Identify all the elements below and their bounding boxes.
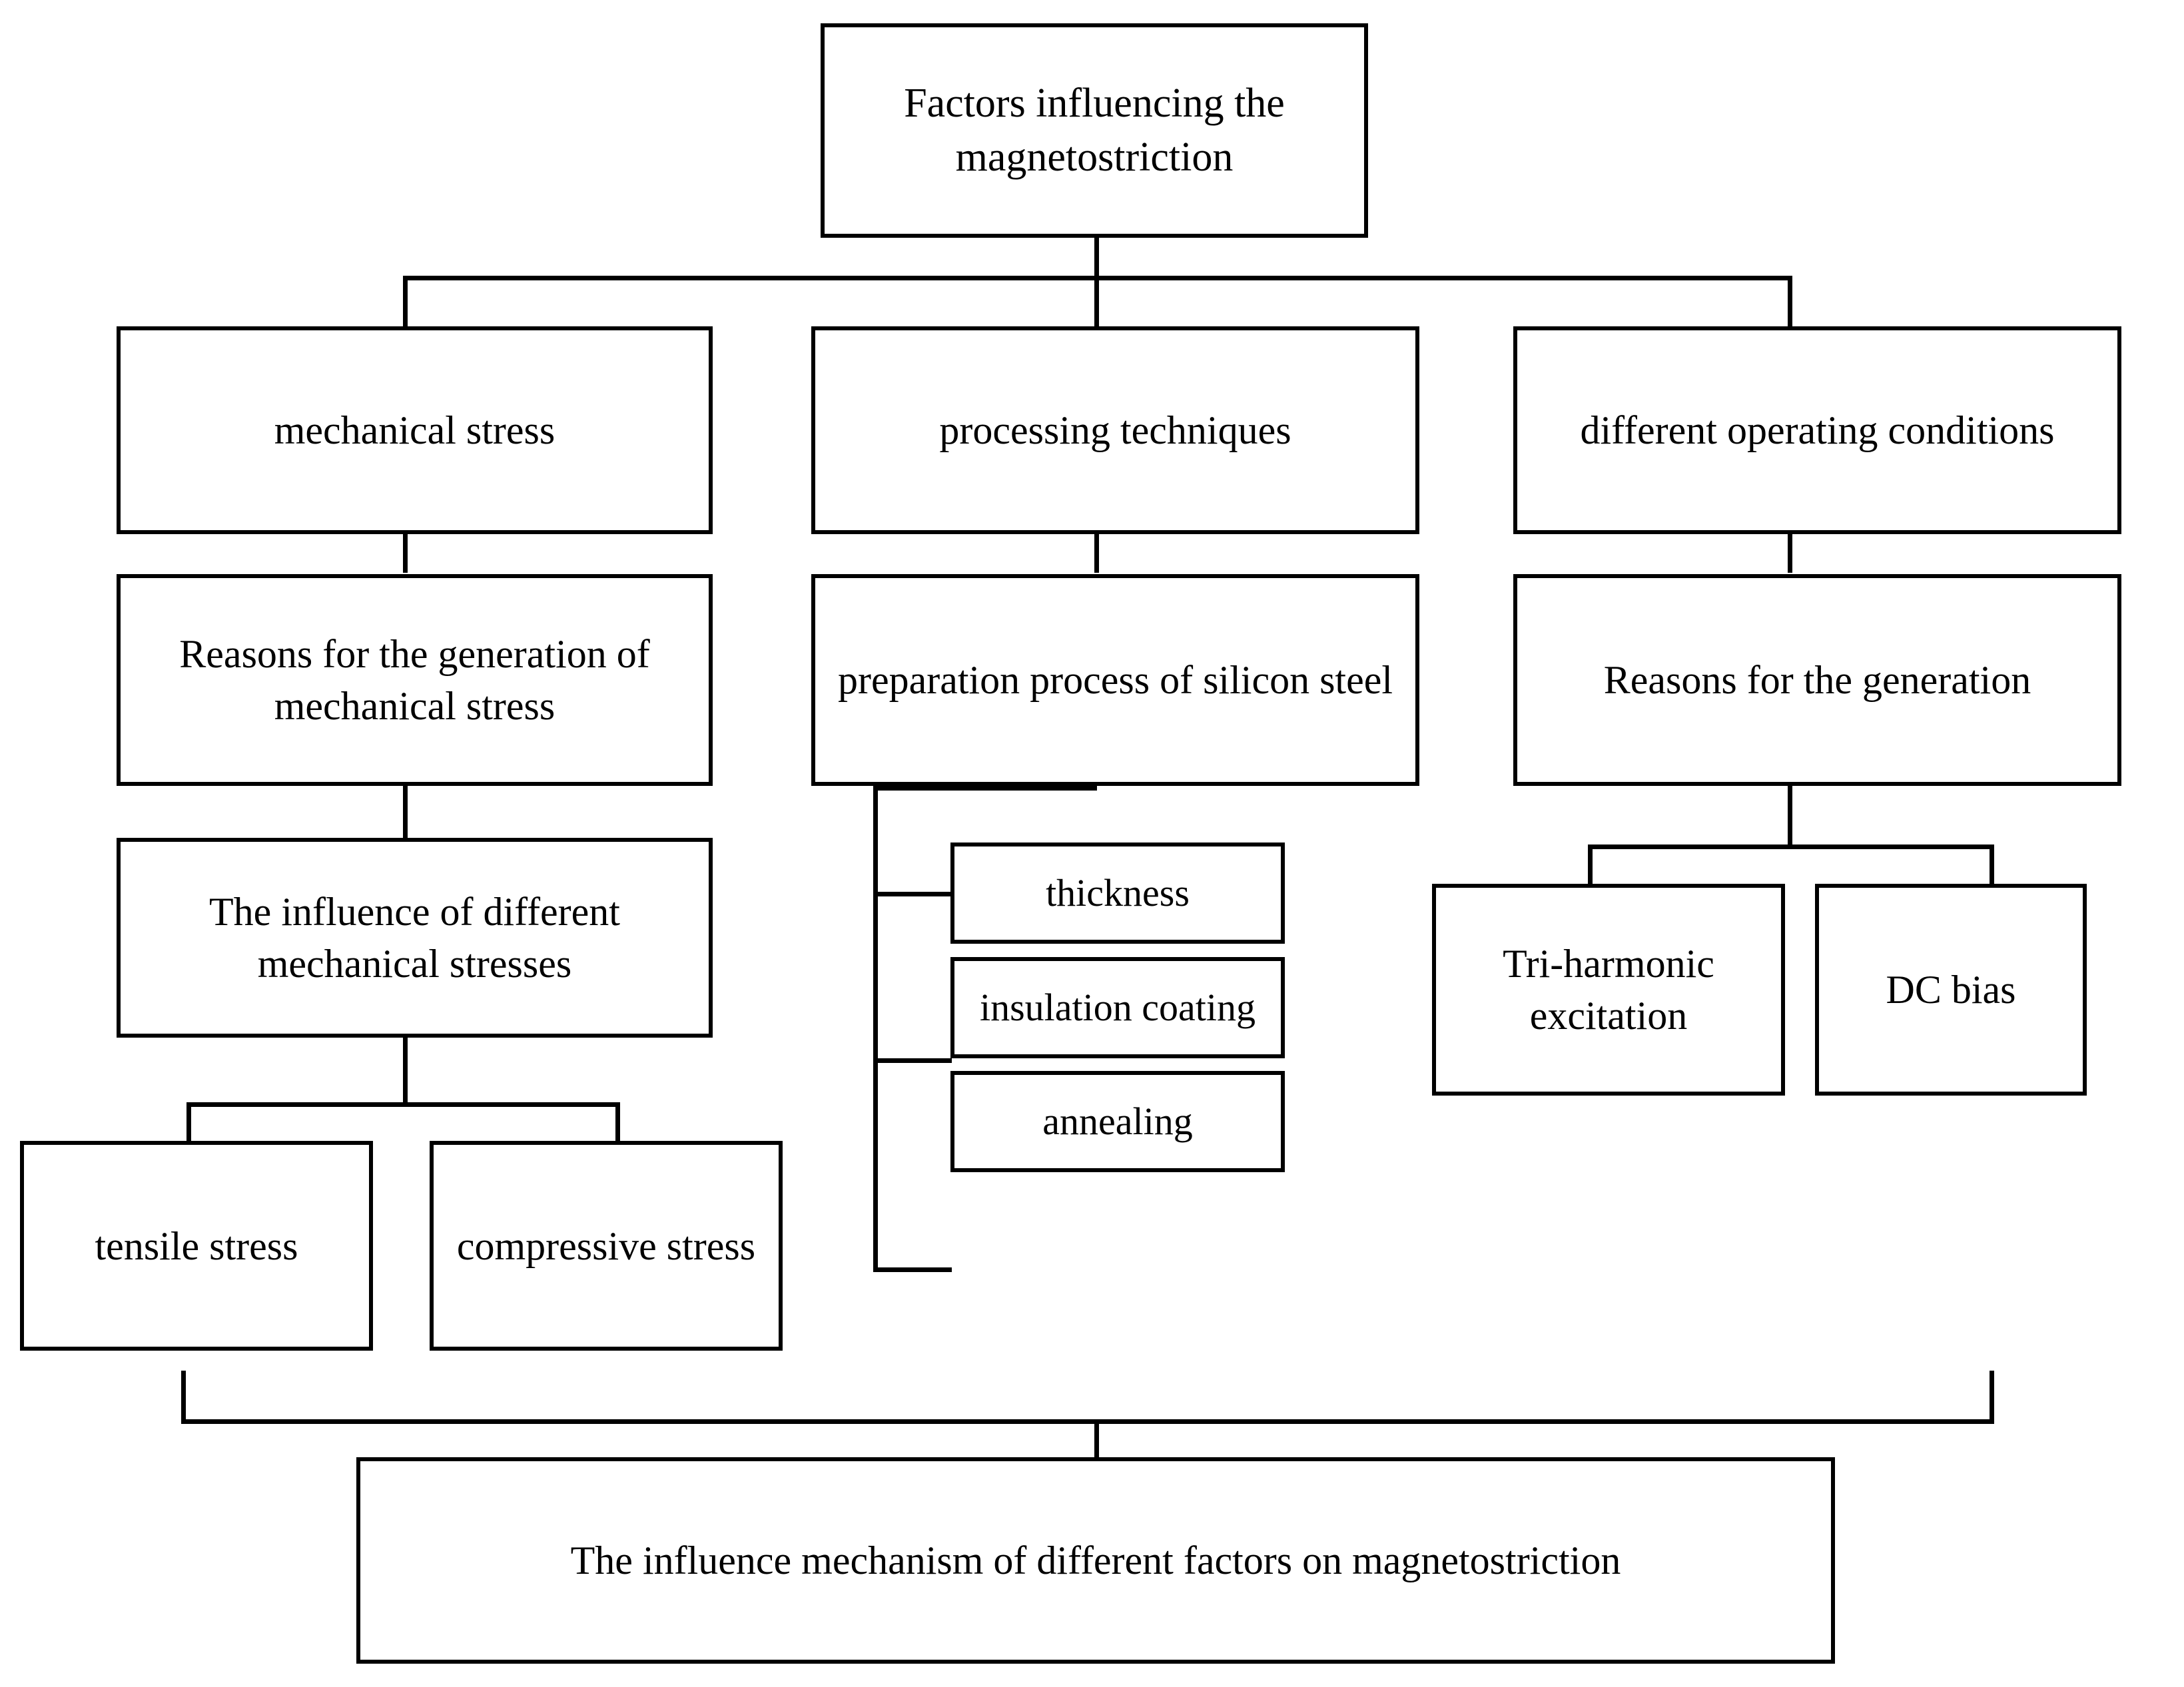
- connector-bus-drop-left: [403, 276, 408, 328]
- node-label: insulation coating: [980, 986, 1256, 1030]
- node-dc-bias[interactable]: DC bias: [1815, 884, 2087, 1096]
- connector-bottom-bus-drop: [1094, 1419, 1099, 1461]
- connector-preparation-rail: [873, 786, 878, 1272]
- connector-title-stem: [1094, 237, 1099, 280]
- connector-stress-split-bus: [186, 1102, 620, 1107]
- connector-bus-drop-middle: [1094, 276, 1099, 328]
- node-label: Reasons for the generation of mechanical…: [179, 632, 650, 728]
- node-label: preparation process of silicon steel: [837, 658, 1393, 702]
- node-label: DC bias: [1886, 968, 2016, 1012]
- node-mechanical-stress[interactable]: mechanical stress: [117, 326, 713, 534]
- node-preparation-process-silicon-steel[interactable]: preparation process of silicon steel: [811, 574, 1419, 786]
- connector-split-drop-triharmonic: [1588, 844, 1593, 886]
- node-label: different operating conditions: [1580, 408, 2055, 452]
- node-thickness[interactable]: thickness: [950, 843, 1285, 944]
- node-factors-influencing-magnetostriction[interactable]: Factors influencing the magnetostriction: [821, 23, 1368, 238]
- node-different-operating-conditions[interactable]: different operating conditions: [1513, 326, 2121, 534]
- connector-reasons-to-influence: [403, 786, 408, 839]
- node-reasons-generation-mechanical-stress[interactable]: Reasons for the generation of mechanical…: [117, 574, 713, 786]
- node-label: Factors influencing the magnetostriction: [904, 81, 1285, 180]
- connector-bus-drop-right: [1788, 276, 1792, 328]
- node-tri-harmonic-excitation[interactable]: Tri-harmonic excitation: [1432, 884, 1785, 1096]
- connector-mech-to-reasons: [403, 533, 408, 573]
- connector-split-drop-tensile: [186, 1102, 191, 1144]
- connector-operating-split-bus: [1588, 844, 1994, 849]
- node-label: processing techniques: [939, 408, 1291, 452]
- node-label: The influence of different mechanical st…: [209, 890, 620, 986]
- node-label: The influence mechanism of different fac…: [570, 1538, 1621, 1582]
- node-label: tensile stress: [95, 1223, 298, 1268]
- connector-reasons3-stem: [1788, 786, 1792, 849]
- connector-rail-stub-insulation: [873, 1058, 952, 1063]
- connector-influence-stem: [403, 1036, 408, 1106]
- node-label: Tri-harmonic excitation: [1503, 942, 1714, 1038]
- connector-split-drop-dcbias: [1990, 844, 1994, 886]
- node-influence-mechanism-summary[interactable]: The influence mechanism of different fac…: [356, 1457, 1835, 1664]
- node-label: mechanical stress: [274, 408, 555, 452]
- connector-operating-to-reasons: [1788, 533, 1792, 573]
- node-label: thickness: [1046, 871, 1190, 915]
- node-compressive-stress[interactable]: compressive stress: [430, 1141, 783, 1351]
- node-label: compressive stress: [456, 1223, 756, 1268]
- node-insulation-coating[interactable]: insulation coating: [950, 957, 1285, 1058]
- connector-bottom-left-riser: [181, 1371, 186, 1424]
- node-label: annealing: [1042, 1100, 1193, 1144]
- node-influence-different-mechanical-stresses[interactable]: The influence of different mechanical st…: [117, 838, 713, 1038]
- node-tensile-stress[interactable]: tensile stress: [20, 1141, 373, 1351]
- connector-bottom-bus: [181, 1419, 1994, 1424]
- node-reasons-for-the-generation[interactable]: Reasons for the generation: [1513, 574, 2121, 786]
- connector-bottom-right-riser: [1990, 1371, 1994, 1424]
- connector-rail-stub-thickness: [873, 892, 952, 896]
- node-label: Reasons for the generation: [1603, 658, 2031, 702]
- node-processing-techniques[interactable]: processing techniques: [811, 326, 1419, 534]
- connector-split-drop-compressive: [615, 1102, 620, 1144]
- connector-processing-to-preparation: [1094, 533, 1099, 573]
- node-annealing[interactable]: annealing: [950, 1071, 1285, 1172]
- connector-rail-stub-annealing: [873, 1267, 952, 1272]
- connector-rail-top-join: [873, 786, 1097, 791]
